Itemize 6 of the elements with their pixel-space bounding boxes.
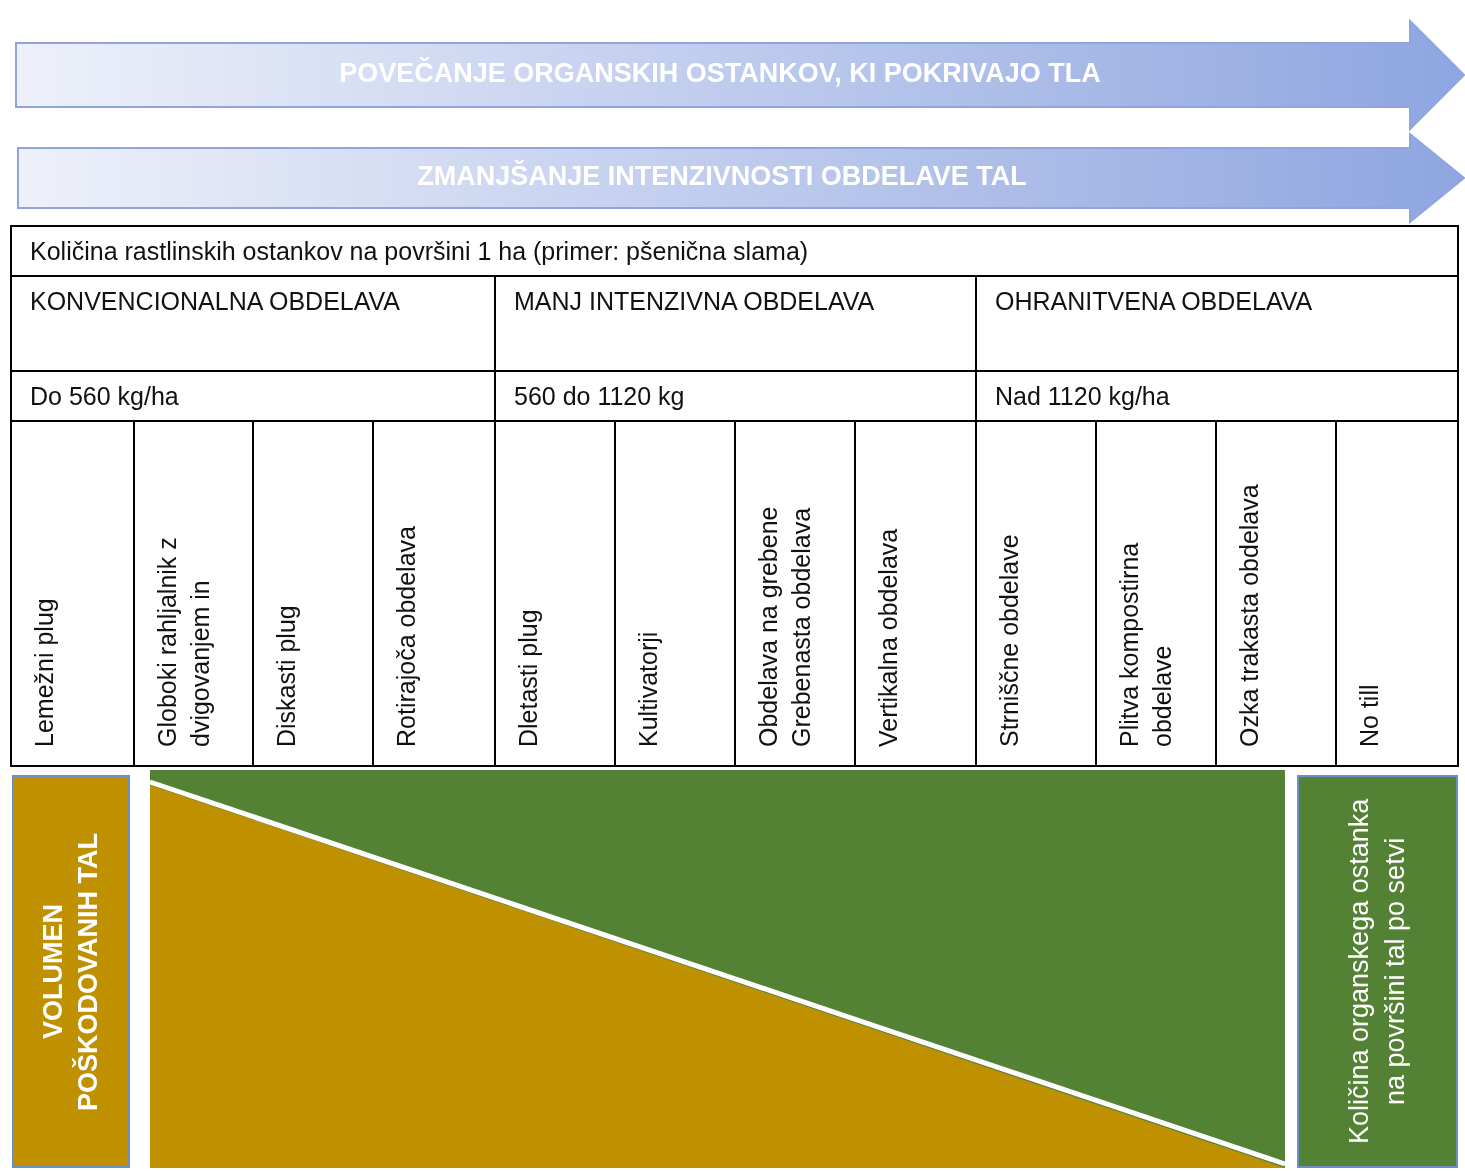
table-text: Lemežni plug <box>10 420 135 767</box>
banner-arrow: ZMANJŠANJE INTENZIVNOSTI OBDELAVE TAL <box>17 133 1465 223</box>
side-panel: VOLUMEN POŠKODOVANIH TAL <box>12 775 130 1168</box>
table-text: Količina rastlinskih ostankov na površini 1 ha (primer: pšenična slama) <box>10 225 1459 277</box>
side-panel: Količina organskega ostanka na površini tal po setvi <box>1297 775 1458 1168</box>
table-text: No till <box>1335 420 1459 767</box>
